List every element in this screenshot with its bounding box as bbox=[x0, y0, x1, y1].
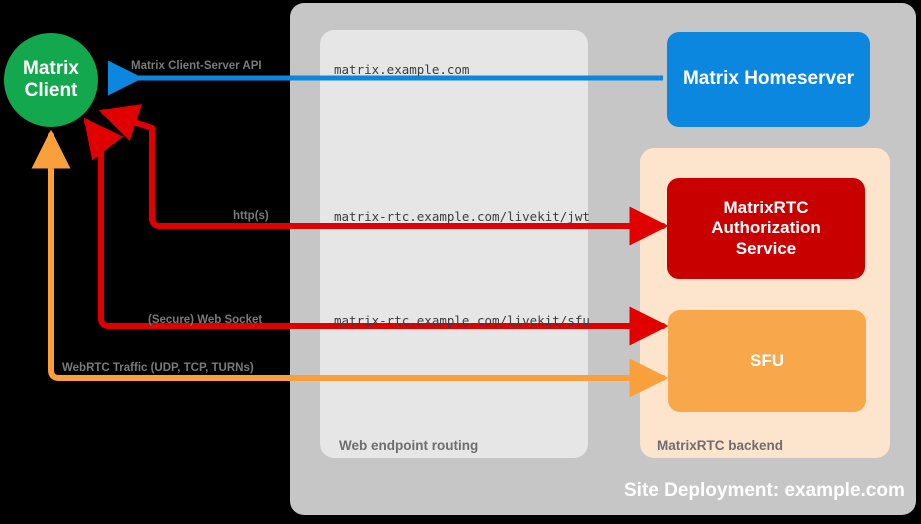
node-matrix-homeserver[interactable]: Matrix Homeserver bbox=[667, 32, 870, 127]
node-matrixrtc-authorization-service[interactable]: MatrixRTC Authorization Service bbox=[667, 178, 865, 279]
endpoint-url-livekit-jwt: matrix-rtc.example.com/livekit/jwt bbox=[334, 209, 590, 224]
matrix-client-label-line1: Matrix bbox=[23, 57, 79, 79]
sfu-label: SFU bbox=[750, 350, 784, 370]
auth-service-label-line3: Service bbox=[735, 238, 797, 258]
matrix-client-label-line2: Client bbox=[24, 80, 78, 101]
site-deployment-label: Site Deployment: example.com bbox=[624, 480, 905, 501]
web-endpoint-routing-panel bbox=[320, 30, 588, 458]
node-matrix-client[interactable]: Matrix Client bbox=[4, 33, 98, 127]
endpoint-url-matrix: matrix.example.com bbox=[334, 62, 470, 77]
auth-service-label-line1: MatrixRTC bbox=[723, 198, 809, 218]
flow-label-matrix-client-server-api: Matrix Client-Server API bbox=[131, 60, 262, 72]
matrix-homeserver-label: Matrix Homeserver bbox=[682, 68, 855, 90]
auth-service-label-line2: Authorization bbox=[711, 218, 821, 238]
flow-label-webrtc-traffic: WebRTC Traffic (UDP, TCP, TURNs) bbox=[62, 362, 254, 374]
flow-label-secure-web-socket: (Secure) Web Socket bbox=[148, 314, 263, 326]
arrow-secure-web-socket-to-sfu bbox=[83, 117, 669, 346]
panel-label-matrixrtc-backend: MatrixRTC backend bbox=[657, 438, 784, 453]
flow-label-https: http(s) bbox=[233, 210, 269, 222]
arrow-webrtc-traffic bbox=[31, 129, 669, 398]
arrow-https-to-auth-service bbox=[98, 104, 669, 246]
node-sfu[interactable]: SFU bbox=[668, 310, 866, 412]
panel-label-web-endpoint-routing: Web endpoint routing bbox=[339, 438, 479, 453]
endpoint-url-livekit-sfu: matrix-rtc.example.com/livekit/sfu bbox=[334, 313, 590, 328]
